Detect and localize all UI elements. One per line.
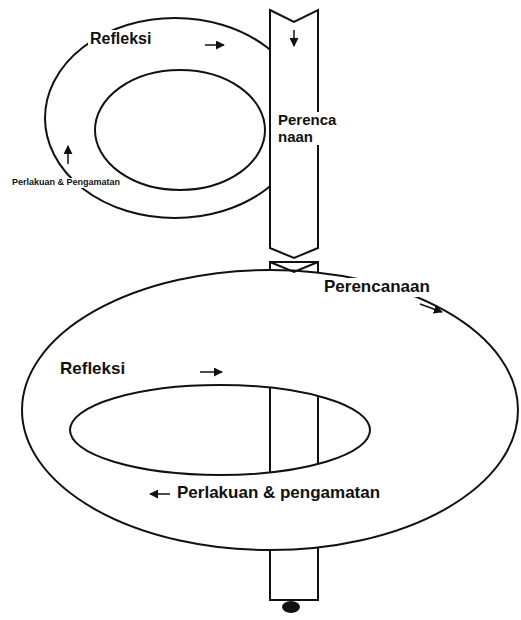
flow-arrow xyxy=(200,371,222,373)
stem-joint xyxy=(270,262,318,272)
upper-loop-band xyxy=(45,18,305,218)
stage-label: Refleksi xyxy=(58,360,127,379)
stage-label: Perlakuan & pengamatan xyxy=(175,484,382,503)
lower-loop-band xyxy=(22,270,518,550)
flow-arrow xyxy=(293,30,295,46)
stage-label: Refleksi xyxy=(88,30,153,48)
stage-label: Perencanaan xyxy=(322,278,432,297)
flow-arrow xyxy=(150,493,170,495)
flow-arrow xyxy=(420,304,442,312)
stage-label: Perencanaan xyxy=(276,112,340,145)
flow-arrow xyxy=(67,146,69,164)
end-dot xyxy=(282,601,300,613)
flow-arrow xyxy=(205,44,224,46)
stage-label: Perlakuan & Pengamatan xyxy=(10,178,122,188)
